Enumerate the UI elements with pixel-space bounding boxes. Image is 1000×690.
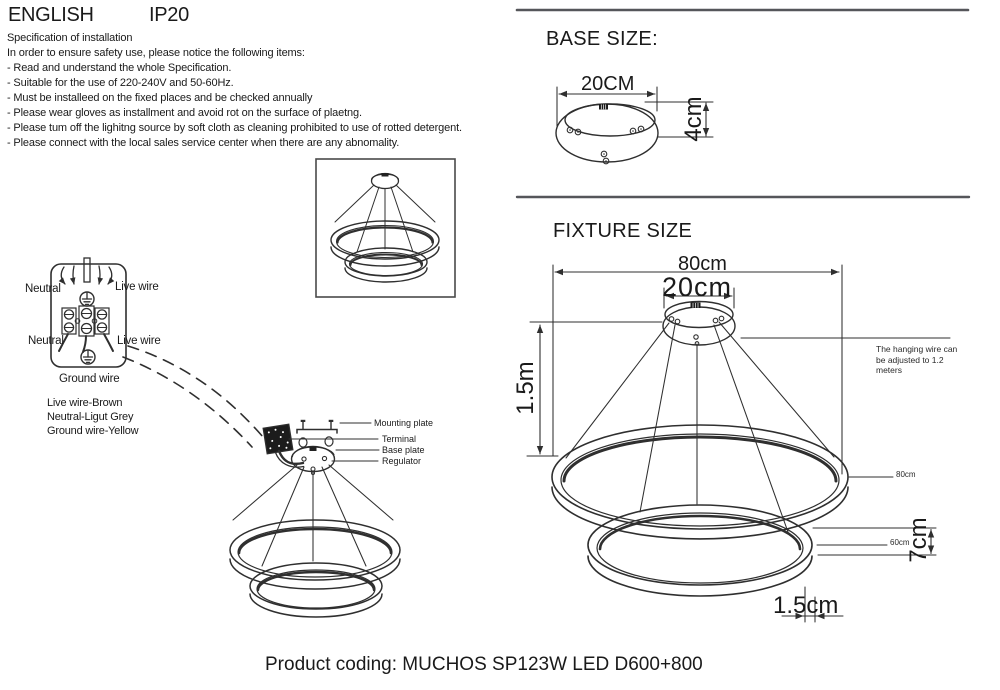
ring1-diameter-label: 80cm <box>896 470 916 479</box>
connection-dashed-lines <box>122 345 264 448</box>
spec-line: - Please wear gloves as installment and … <box>7 107 362 119</box>
language-label: ENGLISH <box>8 4 94 26</box>
base-diameter-dimension: 20CM <box>581 73 635 95</box>
legend-line: Ground wire-Yellow <box>47 425 139 437</box>
spec-line: - Read and understand the whole Specific… <box>7 62 232 74</box>
installation-spec-text: Specification of installation In order t… <box>7 31 462 151</box>
spec-line: Specification of installation <box>7 32 133 44</box>
drop-height-dimension: 1.5m <box>512 361 539 415</box>
ring-height-dimension: 7cm <box>905 517 932 563</box>
mounting-plate-label: Mounting plate <box>374 418 434 428</box>
ring-width-dimension: 1.5cm <box>773 592 839 619</box>
regulator-label: Regulator <box>382 456 422 466</box>
fixture-dimension-drawing <box>526 264 951 623</box>
product-coding: Product coding: MUCHOS SP123W LED D600+8… <box>265 654 703 675</box>
hanging-wire-note: The hanging wire can be adjusted to 1.2 … <box>876 344 958 375</box>
wiring-terminal-drawing <box>50 257 127 368</box>
ground-wire-label: Ground wire <box>59 373 120 385</box>
fixture-size-title: FIXTURE SIZE <box>553 220 693 242</box>
fixture-width-dimension: 80cm <box>678 253 727 275</box>
canopy-width-dimension: 20cm <box>662 272 733 302</box>
terminal-label: Terminal <box>382 433 417 444</box>
ip-rating-label: IP20 <box>149 4 189 26</box>
assembly-diagram-drawing <box>229 419 401 618</box>
neutral-bottom-label: Neutral <box>28 335 64 347</box>
spec-line: - Please connect with the local sales se… <box>7 137 400 149</box>
base-height-dimension: 4cm <box>680 96 707 142</box>
live-wire-top-label: Live wire <box>115 281 159 293</box>
spec-line: - Suitable for the use of 220-240V and 5… <box>7 77 234 89</box>
base-plate-label: Base plate <box>382 445 425 455</box>
legend-line: Neutral-Ligut Grey <box>47 411 134 423</box>
base-size-title: BASE SIZE: <box>546 28 658 50</box>
spec-line: - Please tum off the lighitng source by … <box>7 122 462 134</box>
spec-line: - Must be installeed on the fixed places… <box>7 92 313 104</box>
legend-line: Live wire-Brown <box>47 397 123 409</box>
ring2-diameter-label: 60cm <box>890 538 910 547</box>
live-wire-bottom-label: Live wire <box>117 335 161 347</box>
fixture-thumbnail-drawing <box>315 158 456 298</box>
wire-color-legend: Live wire-Brown Neutral-Ligut Grey Groun… <box>47 396 139 438</box>
neutral-top-label: Neutral <box>25 283 61 295</box>
spec-line: In order to ensure safety use, please no… <box>7 47 305 59</box>
